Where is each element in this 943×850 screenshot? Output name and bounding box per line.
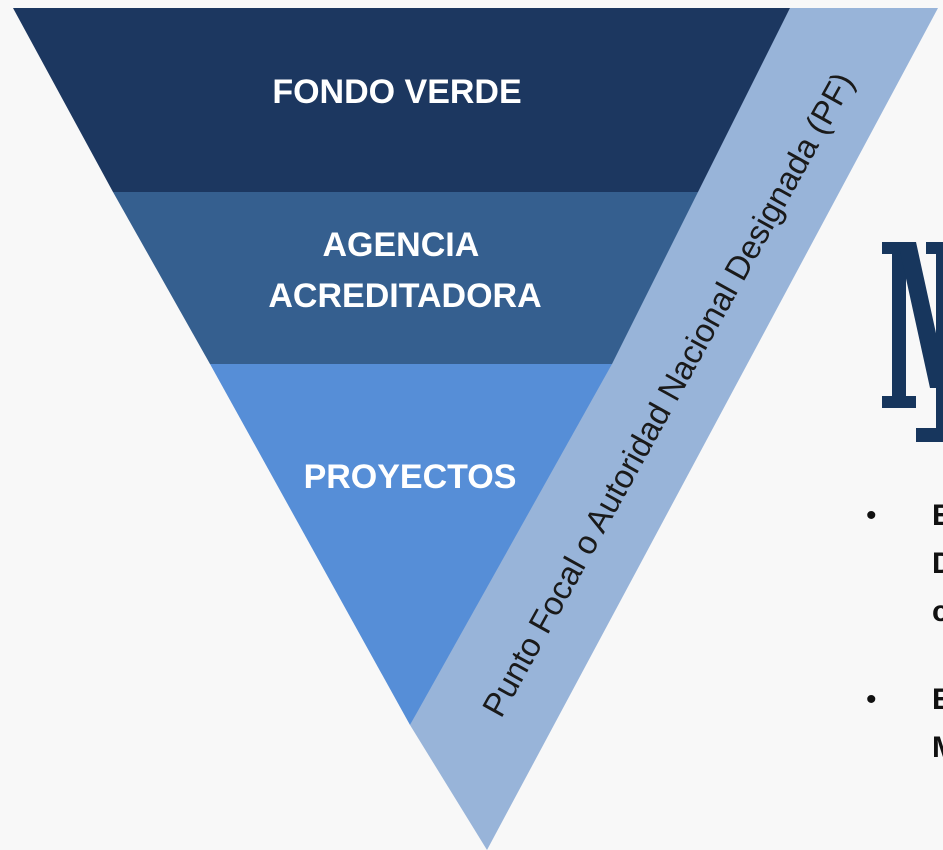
logo	[882, 242, 943, 442]
tier-label-agencia-acreditadora: AGENCIA ACREDITADORA	[268, 226, 541, 315]
tier-fondo-verde	[13, 8, 790, 192]
bullet-item-2: • E M	[866, 676, 943, 772]
bullet-dot-icon: •	[866, 683, 877, 716]
tier-label-fondo-verde: FONDO VERDE	[272, 73, 521, 111]
bullet-dot-icon: •	[866, 499, 877, 532]
bullet-text-line: D	[932, 547, 943, 580]
bullet-text-line: M	[932, 724, 943, 772]
bullet-text-line: E	[932, 683, 943, 716]
tier-label-proyectos: PROYECTOS	[304, 458, 517, 496]
tier-proyectos	[210, 364, 612, 725]
bullet-item-1: • E D c	[866, 492, 943, 636]
bullet-list: • E D c • E M	[866, 492, 943, 812]
bullet-text-line: E	[932, 499, 943, 532]
bullet-text-line: c	[932, 595, 943, 628]
tier-agencia-acreditadora	[113, 192, 698, 364]
pf-band	[410, 8, 938, 850]
